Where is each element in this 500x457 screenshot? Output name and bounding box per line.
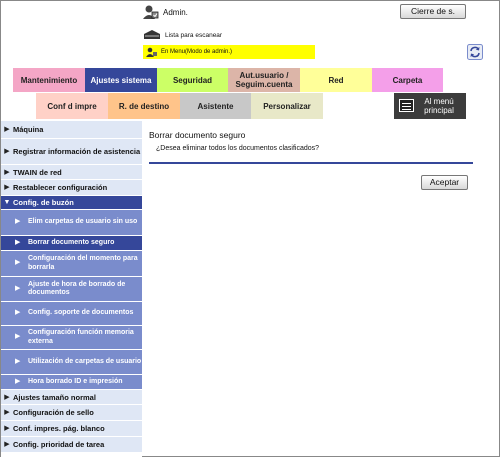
tab-asistente[interactable]: Asistente — [180, 93, 251, 119]
main-menu-icon — [399, 99, 414, 112]
sidebar-item-config-sello[interactable]: ▶ Configuración de sello — [1, 405, 142, 421]
sidebar-item-label: Conf. impres. pág. blanco — [13, 424, 105, 433]
tab-personalizar[interactable]: Personalizar — [251, 93, 323, 119]
triangle-right-icon: ▶ — [15, 333, 21, 341]
triangle-right-icon: ▶ — [4, 168, 10, 176]
admin-mode-bar: En Menu(Modo de admin.) — [143, 45, 315, 59]
submenu-item-borrar-documento[interactable]: ▶ Borrar documento seguro — [1, 236, 142, 251]
sidebar-item-tamano-normal[interactable]: ▶ Ajustes tamaño normal — [1, 390, 142, 405]
tab-carpeta[interactable]: Carpeta — [372, 68, 443, 92]
sidebar-item-label: Máquina — [13, 125, 44, 134]
tab-mantenimiento[interactable]: Mantenimiento — [13, 68, 85, 92]
admin-mode-text: En Menu(Modo de admin.) — [161, 49, 233, 55]
submenu-item-label: Borrar documento seguro — [28, 238, 115, 246]
sidebar-item-label: Configuración de sello — [13, 408, 94, 417]
sidebar-item-maquina[interactable]: ▶ Máquina — [1, 121, 142, 139]
submenu-item-elim-carpetas[interactable]: ▶ Elim carpetas de usuario sin uso — [1, 210, 142, 236]
sidebar: ▶ Máquina ▶ Registrar información de asi… — [1, 121, 142, 457]
sidebar-item-twain[interactable]: ▶ TWAIN de red — [1, 165, 142, 180]
triangle-down-icon: ▼ — [3, 199, 11, 206]
submenu-item-label: Elim carpetas de usuario sin uso — [28, 218, 138, 226]
tab-registro-destino[interactable]: R. de destino — [108, 93, 180, 119]
submenu-item-soporte-documentos[interactable]: ▶ Config. soporte de documentos — [1, 302, 142, 326]
user-name: Admin. — [163, 7, 188, 17]
main-menu-label: Al menú principal — [424, 97, 454, 115]
submenu-item-carpetas-usuario[interactable]: ▶ Utilización de carpetas de usuario — [1, 350, 142, 375]
triangle-right-icon: ▶ — [4, 409, 10, 416]
triangle-right-icon: ▶ — [15, 259, 21, 267]
submenu-item-label: Configuración del momento para borrarla — [28, 255, 138, 271]
submenu-item-hora-borrado[interactable]: ▶ Ajuste de hora de borrado de documento… — [1, 277, 142, 302]
admin-user-icon — [143, 4, 159, 20]
sidebar-item-config-buzon[interactable]: ▼ Config. de buzón — [1, 196, 142, 210]
triangle-right-icon: ▶ — [4, 425, 10, 432]
main-menu-button[interactable]: Al menú principal — [394, 93, 466, 119]
tab-seguridad[interactable]: Seguridad — [157, 68, 228, 92]
submenu-item-memoria-externa[interactable]: ▶ Configuración función memoria externa — [1, 326, 142, 350]
triangle-right-icon: ▶ — [4, 184, 10, 191]
sidebar-item-label: Ajustes tamaño normal — [13, 392, 96, 402]
triangle-right-icon: ▶ — [4, 441, 10, 448]
sidebar-item-label: Config. de buzón — [13, 198, 74, 207]
sidebar-item-prioridad-tarea[interactable]: ▶ Config. prioridad de tarea — [1, 437, 142, 453]
triangle-right-icon: ▶ — [4, 393, 10, 401]
submenu-item-momento-borrar[interactable]: ▶ Configuración del momento para borrarl… — [1, 251, 142, 277]
triangle-right-icon: ▶ — [15, 218, 21, 226]
triangle-right-icon: ▶ — [15, 377, 21, 385]
page-title: Borrar documento seguro — [149, 130, 246, 140]
submenu-item-label: Hora borrado ID e impresión — [28, 377, 123, 385]
triangle-right-icon: ▶ — [15, 284, 21, 292]
refresh-icon[interactable] — [467, 44, 483, 60]
sidebar-item-label: Restablecer configuración — [13, 183, 108, 192]
scan-list-row[interactable]: Lista para escanear — [143, 28, 222, 42]
sidebar-item-pag-blanco[interactable]: ▶ Conf. impres. pág. blanco — [1, 421, 142, 437]
triangle-right-icon: ▶ — [4, 148, 10, 155]
sidebar-item-label: Config. prioridad de tarea — [13, 440, 105, 449]
admin-mode-icon — [146, 47, 158, 58]
triangle-right-icon: ▶ — [4, 126, 10, 133]
triangle-right-icon: ▶ — [15, 238, 21, 246]
confirmation-text: ¿Desea eliminar todos los documentos cla… — [156, 145, 320, 152]
tab-ajustes-sistema[interactable]: Ajustes sistema — [85, 68, 157, 92]
sidebar-item-label: Registrar información de asistencia — [13, 147, 141, 156]
scan-list-label: Lista para escanear — [165, 31, 223, 39]
divider — [149, 162, 473, 164]
submenu-item-label: Configuración función memoria externa — [28, 329, 134, 345]
submenu-item-hora-borrado-id[interactable]: ▶ Hora borrado ID e impresión — [1, 375, 142, 390]
triangle-right-icon: ▶ — [15, 357, 21, 365]
sidebar-item-label: TWAIN de red — [13, 167, 62, 177]
scanner-icon — [143, 29, 161, 41]
submenu-item-label: Utilización de carpetas de usuario — [28, 357, 142, 365]
tab-conf-impre[interactable]: Conf d impre — [36, 93, 108, 119]
tab-red[interactable]: Red — [300, 68, 372, 92]
logout-button[interactable]: Cierre de s. — [400, 4, 466, 19]
accept-button[interactable]: Aceptar — [421, 175, 468, 190]
tab-aut-usuario[interactable]: Aut.usuario / Seguim.cuenta — [228, 68, 300, 92]
user-area: Admin. — [143, 4, 188, 20]
sidebar-item-restablecer[interactable]: ▶ Restablecer configuración — [1, 180, 142, 196]
triangle-right-icon: ▶ — [15, 309, 21, 317]
submenu-item-label: Config. soporte de documentos — [28, 309, 134, 317]
sidebar-item-registrar-asistencia[interactable]: ▶ Registrar información de asistencia — [1, 139, 142, 165]
submenu-item-label: Ajuste de hora de borrado de documentos — [28, 280, 126, 297]
